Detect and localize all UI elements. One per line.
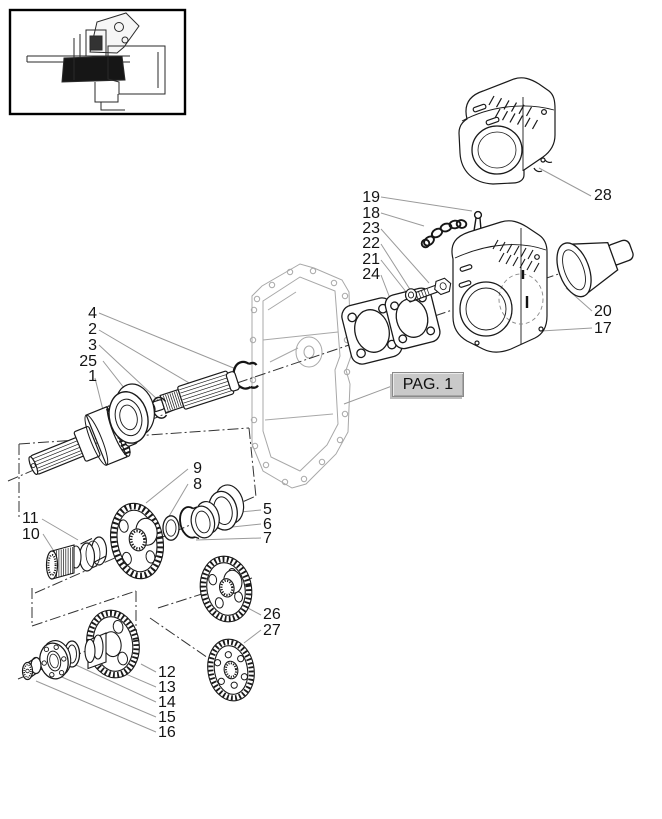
- callout-15: 15: [158, 709, 176, 726]
- callout-25: 25: [79, 353, 97, 370]
- callout-12: 12: [158, 664, 176, 681]
- callout-24: 24: [362, 266, 380, 283]
- callout-13: 13: [158, 679, 176, 696]
- assembly-thumbnail: [8, 8, 187, 116]
- part-28-top-cover: [458, 77, 556, 185]
- part-6-ring: [190, 500, 220, 539]
- callout-14: 14: [158, 694, 176, 711]
- callout-16: 16: [158, 724, 176, 741]
- part-11-grooved-hub: [78, 536, 108, 572]
- callout-4: 4: [88, 305, 97, 322]
- callout-22: 22: [362, 235, 380, 252]
- housing-outline: [249, 263, 352, 489]
- callout-11: 11: [22, 510, 39, 527]
- part-26-idler-gear: [199, 555, 253, 623]
- part-13-shaft-collar: [84, 632, 107, 670]
- callout-1: 1: [88, 368, 97, 385]
- part-10-splined-coupler: [45, 544, 82, 580]
- callout-26: 26: [263, 606, 281, 623]
- callout-10: 10: [22, 526, 40, 543]
- part-17-guard-cover: [451, 220, 548, 353]
- part-16-end-cap: [21, 656, 42, 681]
- callout-6: 6: [263, 516, 272, 533]
- part-22-washer: [404, 288, 418, 302]
- part-7-circlip: [179, 506, 200, 540]
- part-21-flange-plate: [384, 287, 441, 350]
- part-2-splined-shaft: [149, 370, 240, 414]
- callout-23: 23: [362, 220, 380, 237]
- callout-2: 2: [88, 321, 97, 338]
- part-25-bearing: [108, 383, 155, 444]
- part-8-ring: [162, 515, 180, 541]
- callout-17: 17: [594, 320, 612, 337]
- callout-18: 18: [362, 205, 380, 222]
- callout-28: 28: [594, 187, 612, 204]
- callout-7: 7: [263, 530, 272, 547]
- callout-9: 9: [193, 460, 202, 477]
- page-1-button[interactable]: PAG. 1: [392, 372, 464, 397]
- callout-21: 21: [362, 251, 380, 268]
- part-9-driven-gear: [110, 502, 164, 580]
- part-18-chain: [420, 219, 468, 249]
- callout-27: 27: [263, 622, 281, 639]
- callout-20: 20: [594, 303, 612, 320]
- callout-19: 19: [362, 189, 380, 206]
- callout-5: 5: [263, 501, 272, 518]
- part-27-gear: [207, 638, 255, 702]
- part-20-rubber-cap: [556, 239, 634, 298]
- callout-3: 3: [88, 337, 97, 354]
- callout-8: 8: [193, 476, 202, 493]
